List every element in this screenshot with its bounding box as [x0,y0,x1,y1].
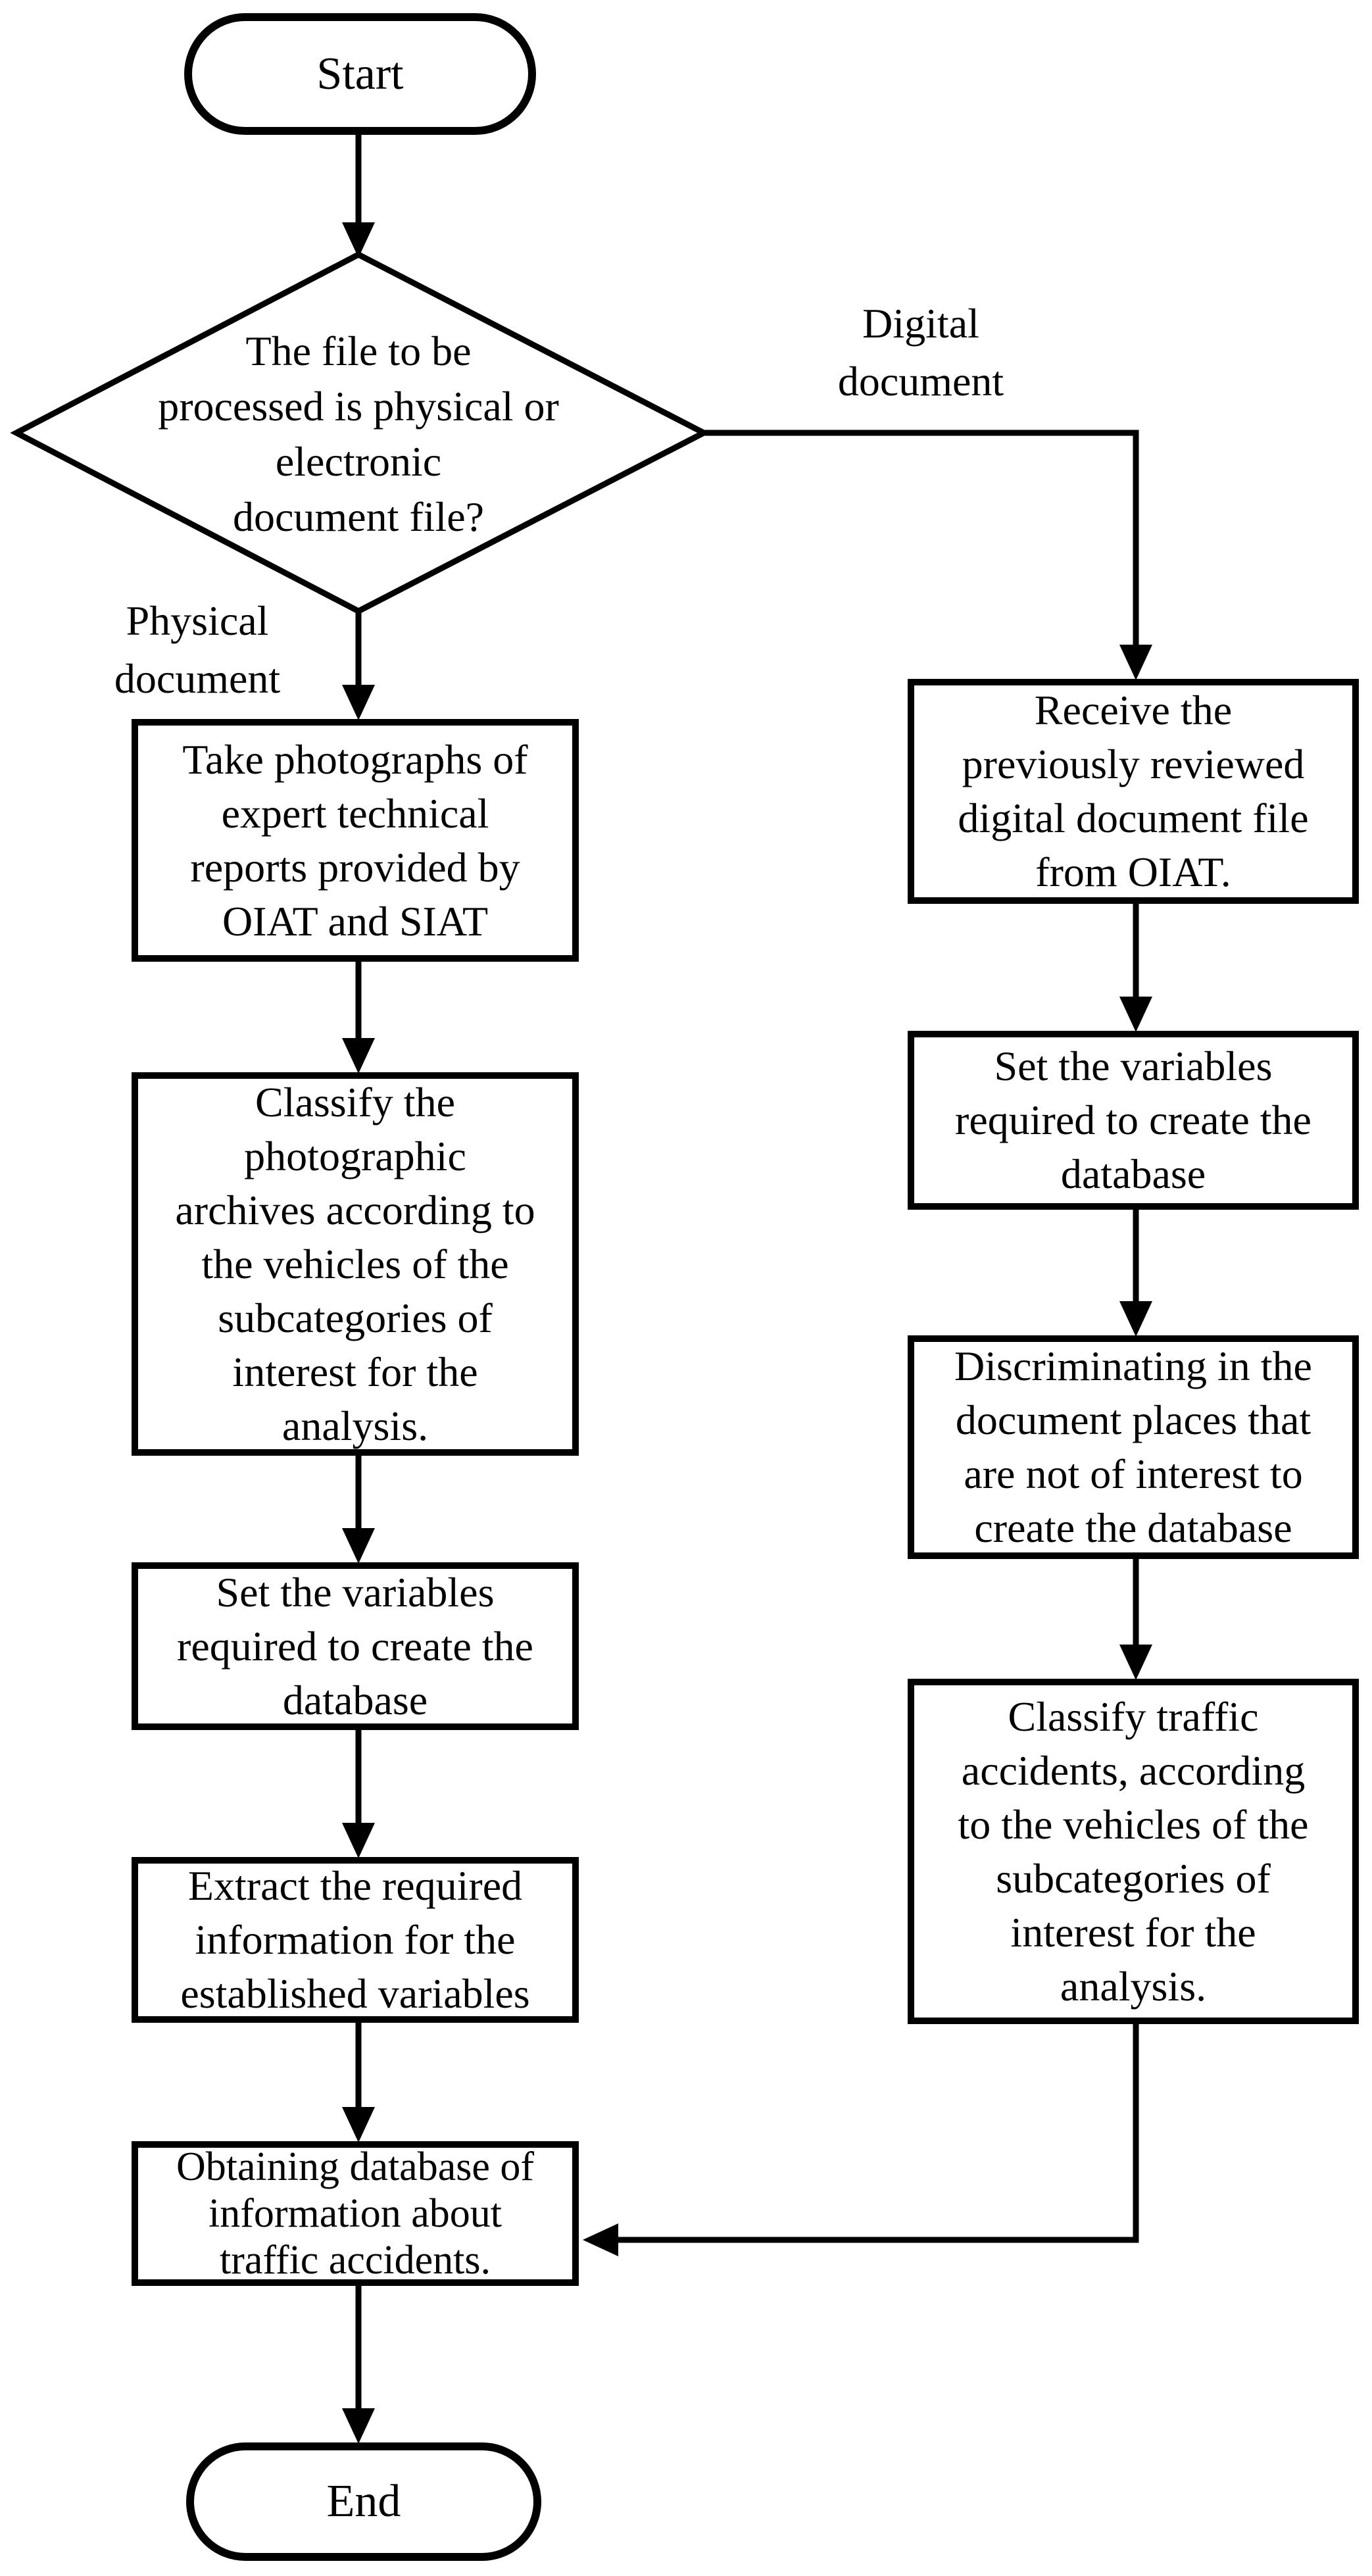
process-receive-digital-file: Receive the previously reviewed digital … [908,679,1359,904]
arrowhead-icon [1119,997,1152,1032]
arrowhead-icon [342,1528,375,1564]
process-set-variables-right: Set the variables required to create the… [908,1031,1359,1210]
arrowhead-icon [583,2223,618,2256]
arrowhead-icon [342,1823,375,1858]
arrowhead-icon [1119,1645,1152,1680]
process-obtain-database: Obtaining database of information about … [132,2141,579,2286]
branch-label-physical: Physical document [114,597,281,702]
branch-label-digital: Digital document [837,300,1004,405]
decision-label: The file to be processed is physical or … [158,328,559,540]
arrowhead-icon [1119,1301,1152,1337]
process-discriminate-document-places: Discriminating in the document places th… [908,1335,1359,1559]
decision-diamond-shape [10,251,710,615]
arrowhead-icon [342,1038,375,1074]
arrowhead-icon [342,2107,375,2143]
arrowhead-icon [342,685,375,720]
process-classify-traffic-accidents: Classify traffic accidents, according to… [908,1679,1359,2024]
process-set-variables-left: Set the variables required to create the… [132,1562,579,1730]
process-classify-photographic-archives: Classify the photographic archives accor… [132,1072,579,1456]
connector-decision-to-receive-digital [704,430,1139,645]
arrowhead-icon [1119,645,1152,680]
process-extract-information: Extract the required information for the… [132,1857,579,2023]
start-node: Start [184,13,536,135]
arrowhead-icon [342,222,375,258]
connector-classify-traffic-to-obtain-database [618,2024,1139,2243]
process-take-photographs: Take photographs of expert technical rep… [132,719,579,962]
end-node: End [186,2442,541,2561]
arrowhead-icon [342,2408,375,2444]
